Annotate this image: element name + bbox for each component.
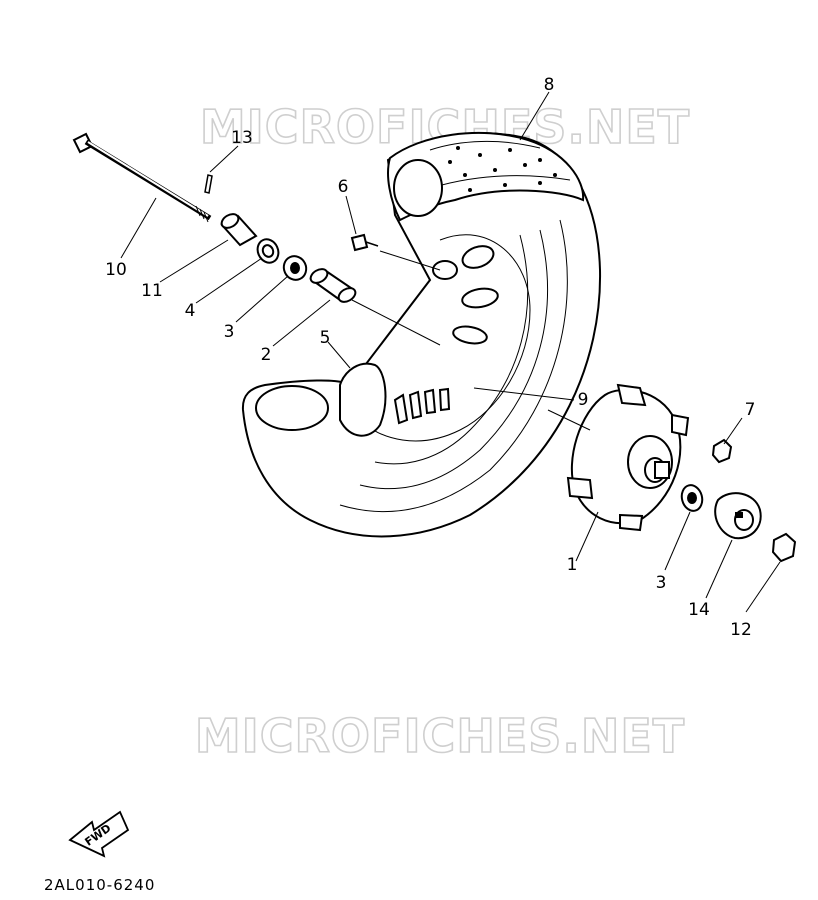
part-7-nut	[711, 438, 733, 464]
callout-14: 14	[688, 600, 710, 620]
part-3-bearing-upper	[282, 255, 308, 281]
callout-2: 2	[261, 345, 272, 365]
sidewall-arc-2	[359, 229, 548, 490]
part-13-cotter-pin	[204, 174, 213, 194]
tire-section-top	[393, 159, 443, 217]
sidewall-arc-3	[374, 234, 529, 465]
callout-7: 7	[745, 400, 756, 420]
part-10-axle	[72, 132, 212, 223]
part-14-meter-gear	[714, 492, 762, 540]
callout-1: 1	[567, 555, 578, 575]
callout-6: 6	[338, 177, 349, 197]
part-6-bolt	[350, 233, 379, 252]
callout-9: 9	[578, 390, 589, 410]
watermark-bottom: MICROFICHES.NET	[195, 709, 685, 763]
wheel-assembly	[241, 131, 602, 538]
fwd-arrow-icon: FWD	[68, 810, 130, 858]
diagram-code: 2AL010-6240	[44, 876, 155, 894]
callout-13: 13	[231, 128, 253, 148]
rim-cut-edge	[339, 362, 387, 437]
part-1-hub	[566, 383, 690, 532]
part-2-spacer	[309, 268, 357, 303]
callout-11: 11	[141, 281, 163, 301]
part-12-nut	[771, 532, 797, 563]
callout-5: 5	[320, 328, 331, 348]
rim-edge	[359, 234, 531, 442]
callout-labels: 8 13 6 10 11 4 3 2 5 9 7 1 3 14 12	[105, 75, 755, 640]
sidewall-arc-1	[339, 219, 568, 513]
watermark-top: MICROFICHES.NET	[200, 100, 690, 154]
callout-3-lower: 3	[656, 573, 667, 593]
part-3-bearing-lower	[680, 484, 704, 512]
rim-spoke-slots	[393, 245, 499, 425]
callout-12: 12	[730, 620, 752, 640]
part-11-spacer	[220, 213, 258, 247]
callout-8: 8	[544, 75, 555, 95]
tire-section-bottom	[255, 385, 329, 431]
part-4-oil-seal	[256, 238, 280, 264]
callout-4: 4	[185, 301, 196, 321]
callout-10: 10	[105, 260, 127, 280]
leader-lines	[120, 91, 781, 613]
callout-3-upper: 3	[224, 322, 235, 342]
tread-groove-1	[429, 140, 541, 151]
